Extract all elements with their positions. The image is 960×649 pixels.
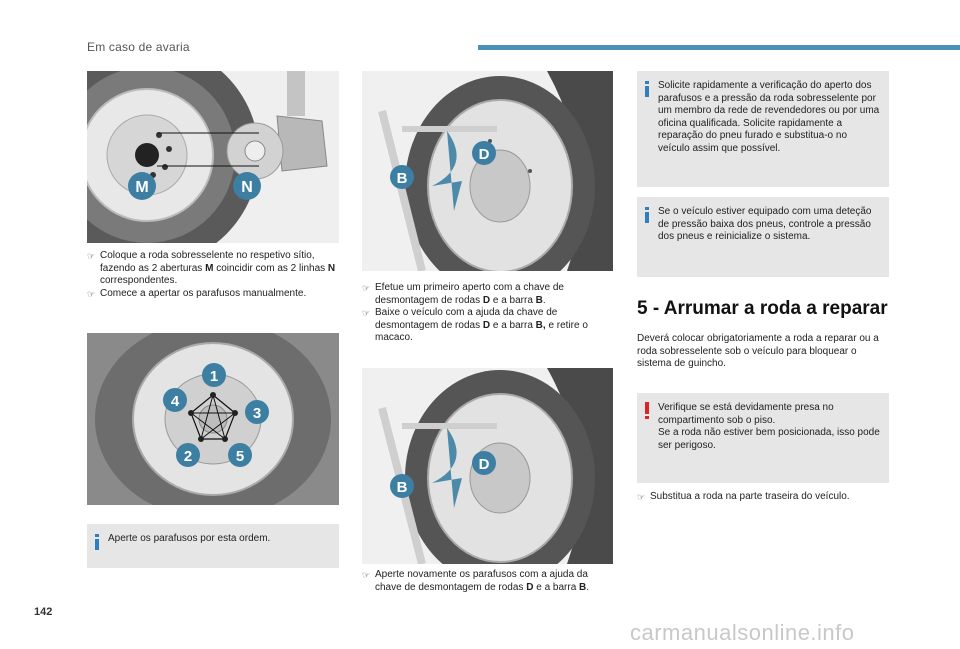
list-item: ☞ Efetue um primeiro aperto com a chave … (362, 282, 564, 306)
label-n: N (241, 179, 253, 196)
info-icon (645, 207, 649, 223)
label-b: B (397, 170, 408, 187)
warning-box: Verifique se está devidamente presa no c… (637, 393, 889, 483)
figure-first-tightening: D B (362, 71, 613, 271)
list-item: ☞ Aperte novamente os parafusos com a aj… (362, 569, 590, 593)
label-bolt-4: 4 (171, 393, 180, 410)
header-accent-bar (478, 45, 960, 50)
info-box-verification: Solicite rapidamente a verificação do ap… (637, 71, 889, 187)
info-icon (645, 81, 649, 97)
section-paragraph: Deverá colocar obrigatoriamente a roda a… (637, 333, 879, 369)
info-box-bolt-order: Aperte os parafusos por esta ordem. (87, 524, 339, 568)
label-d: D (479, 146, 490, 163)
label-bolt-1: 1 (210, 368, 218, 385)
label-bolt-3: 3 (253, 405, 261, 422)
label-b: B (397, 479, 408, 496)
watermark: carmanualsonline.info (630, 620, 855, 645)
label-bolt-5: 5 (236, 448, 244, 465)
info-icon (95, 534, 99, 550)
list-item: ☞ Comece a apertar os parafusos manualme… (87, 287, 307, 299)
info-box-pressure-detection: Se o veículo estiver equipado com uma de… (637, 197, 889, 277)
list-item: ☞ Coloque a roda sobresselente no respet… (87, 250, 336, 286)
col3-bullets: ☞ Substitua a roda na parte traseira do … (637, 491, 889, 504)
label-bolt-2: 2 (184, 448, 192, 465)
page-header-title: Em caso de avaria (87, 40, 190, 54)
figure-wheel-alignment: M N (87, 71, 339, 243)
col2-bullets-bottom: ☞ Aperte novamente os parafusos com a aj… (362, 569, 613, 594)
warning-icon (645, 402, 649, 420)
page-number: 142 (34, 606, 53, 618)
label-d: D (479, 456, 490, 473)
list-item: ☞ Baixe o veículo com a ajuda da chave d… (362, 307, 588, 343)
col1-bullets: ☞ Coloque a roda sobresselente no respet… (87, 250, 339, 300)
col2-bullets-top: ☞ Efetue um primeiro aperto com a chave … (362, 282, 613, 345)
label-m: M (135, 179, 148, 196)
figure-bolt-order: 1 2 3 4 5 (87, 333, 339, 505)
figure-final-tightening: D B (362, 368, 613, 564)
section-title: 5 - Arrumar a roda a reparar (637, 298, 888, 319)
list-item: ☞ Substitua a roda na parte traseira do … (637, 491, 850, 502)
